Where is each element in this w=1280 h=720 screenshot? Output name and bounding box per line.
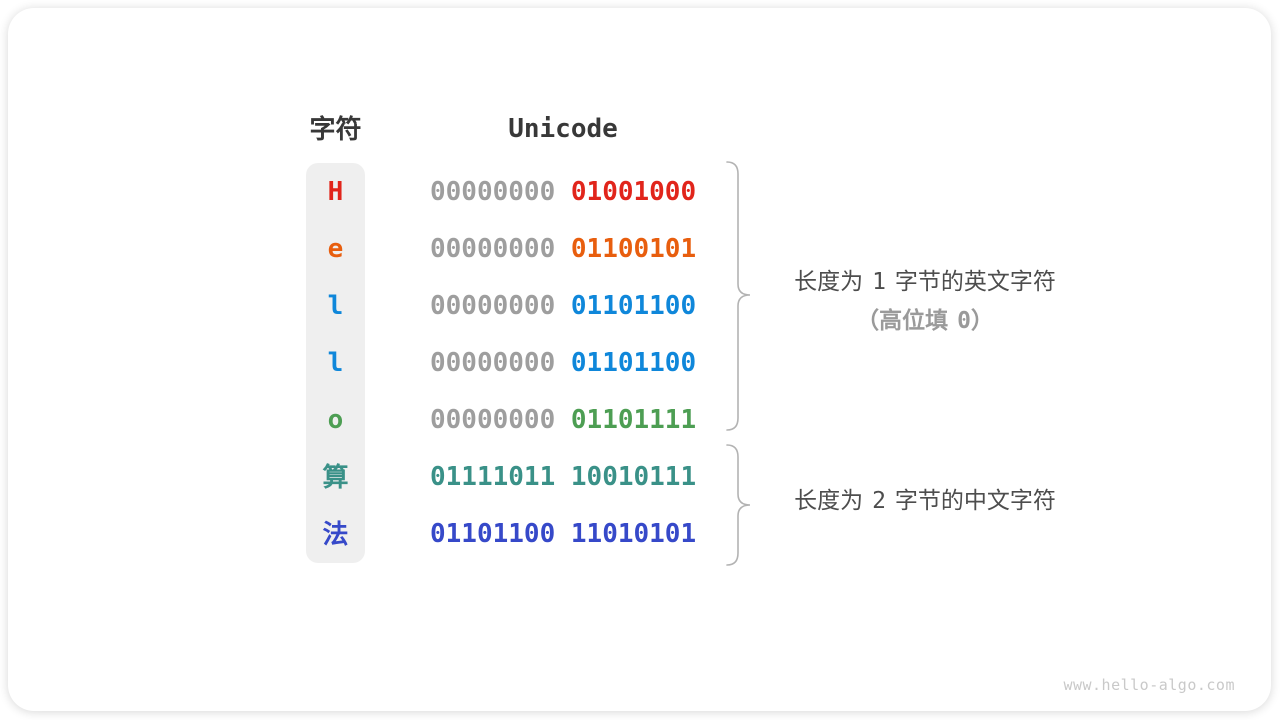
grouping-braces	[726, 161, 751, 566]
byte-low: 01101111	[570, 405, 697, 436]
char-cell: l	[327, 290, 344, 321]
figure-card	[8, 8, 1271, 711]
encoding-table: H 00000000 01001000 e 00000000 01100101 …	[306, 163, 806, 563]
unicode-binary: 00000000 01101100	[430, 350, 696, 376]
byte-high: 00000000	[430, 176, 556, 207]
byte-low: 01100101	[570, 233, 697, 264]
char-cell: l	[327, 347, 344, 378]
table-row: 法 01101100 11010101	[306, 506, 806, 563]
byte-low: 10010111	[570, 462, 697, 493]
unicode-binary: 00000000 01101100	[430, 293, 696, 319]
brace-chinese-group	[726, 444, 751, 566]
unicode-binary: 00000000 01100101	[430, 236, 696, 262]
table-row: l 00000000 01101100	[306, 334, 806, 391]
table-row: H 00000000 01001000	[306, 163, 806, 220]
table-row: o 00000000 01101111	[306, 392, 806, 449]
byte-low: 11010101	[570, 519, 697, 550]
byte-high: 01101100	[430, 519, 556, 550]
byte-low: 01001000	[570, 176, 697, 207]
table-row: l 00000000 01101100	[306, 277, 806, 334]
char-column-background	[306, 163, 365, 563]
table-row: e 00000000 01100101	[306, 220, 806, 277]
unicode-binary: 00000000 01101111	[430, 407, 696, 433]
column-header-unicode: Unicode	[508, 114, 618, 144]
byte-high: 00000000	[430, 405, 556, 436]
brace-english-group	[726, 161, 751, 431]
unicode-binary: 01101100 11010101	[430, 521, 696, 547]
char-cell: H	[327, 176, 344, 207]
char-cell: o	[327, 405, 344, 436]
unicode-binary: 01111011 10010111	[430, 464, 696, 490]
table-row: 算 01111011 10010111	[306, 449, 806, 506]
byte-low: 01101100	[570, 290, 697, 321]
byte-high: 01111011	[430, 462, 556, 493]
byte-high: 00000000	[430, 347, 556, 378]
byte-high: 00000000	[430, 290, 556, 321]
char-cell: 算	[322, 462, 349, 493]
unicode-binary: 00000000 01001000	[430, 179, 696, 205]
char-cell: e	[327, 233, 344, 264]
watermark-url: www.hello-algo.com	[1063, 676, 1235, 694]
char-cell: 法	[322, 519, 349, 550]
byte-high: 00000000	[430, 233, 556, 264]
column-header-char: 字符	[309, 114, 362, 144]
byte-low: 01101100	[570, 347, 697, 378]
